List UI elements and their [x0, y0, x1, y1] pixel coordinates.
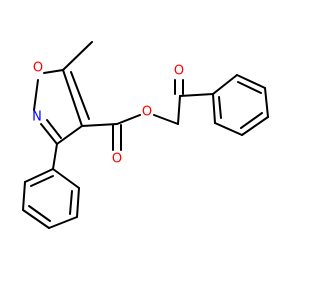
bond-ketone-phenyl	[179, 93, 214, 97]
bond-ph2-c	[264, 87, 269, 118]
bond-ester-o-ch2	[153, 114, 179, 125]
bond-ph1-f-double	[30, 175, 54, 187]
bonds	[22, 41, 269, 229]
ester-carbonyl-oxygen-label: O	[112, 152, 122, 167]
bond-ph2-a	[212, 74, 238, 95]
bond-ph1-d	[22, 209, 50, 229]
bond-c5-methyl	[62, 41, 93, 71]
bond-ph1-a	[52, 168, 80, 189]
ketone-oxygen-label: O	[174, 64, 184, 79]
bond-ph1-b-double	[69, 190, 73, 215]
bond-ph2-f-double	[218, 96, 222, 119]
bond-ph1-f	[24, 168, 54, 183]
ester-oxygen-label: O	[142, 105, 152, 120]
bond-c4-carbonyl	[81, 123, 118, 127]
bond-c3-c4	[56, 125, 83, 145]
bond-ph2-b	[236, 74, 266, 89]
ring-nitrogen-label: N	[32, 110, 42, 125]
bond-ch2-ketone	[177, 95, 181, 125]
bond-c4-c5	[62, 69, 83, 127]
bond-ph1-e	[22, 181, 26, 211]
ring-oxygen-label: O	[33, 61, 43, 76]
bond-ph2-b-double	[237, 81, 262, 94]
bond-ph2-d	[241, 116, 269, 136]
atom-labels: O N O O O	[32, 61, 184, 167]
bond-o1-n2	[33, 79, 39, 111]
molecule-structure: O N O O O	[22, 41, 269, 229]
bond-c3-phenyl	[52, 143, 58, 170]
bond-ph1-d-double	[28, 205, 51, 222]
bond-ph2-e	[214, 122, 243, 136]
bond-c4-c5-double	[70, 71, 90, 120]
bond-carbonyl-ester-o	[116, 114, 141, 125]
bond-n2-c3-double	[46, 119, 62, 139]
bond-ph2-f	[212, 93, 216, 124]
bond-ph2-d-double	[240, 112, 263, 129]
bond-ph1-c	[48, 216, 78, 229]
bond-n2-c3	[40, 123, 58, 145]
bond-o1-c5	[43, 69, 64, 74]
bond-ph1-b	[76, 187, 80, 218]
